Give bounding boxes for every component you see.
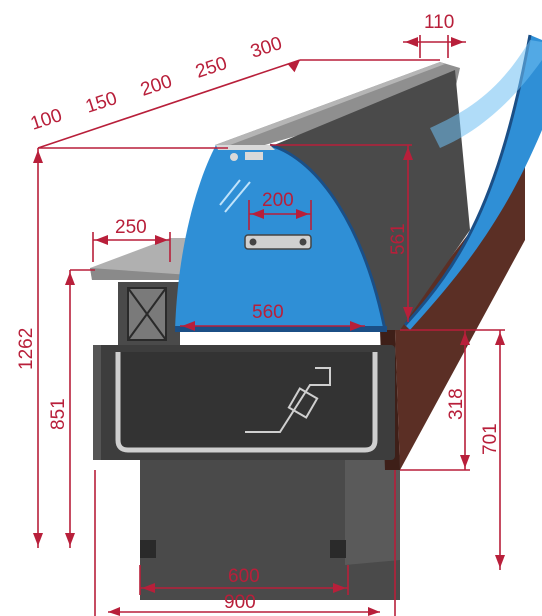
label-851: 851 — [48, 398, 69, 430]
lamp-bar-bolt-right — [299, 238, 307, 246]
arrow-600-right — [333, 583, 346, 593]
arrow-561-top — [403, 147, 413, 160]
glass-top-cap — [216, 145, 275, 150]
label-200: 200 — [138, 71, 175, 101]
arrow-900-left — [108, 607, 120, 616]
lamp-bar-icon — [244, 234, 312, 250]
arrow-length-end — [287, 60, 300, 73]
glass-canopy-edge — [403, 34, 532, 327]
label-1262: 1262 — [16, 328, 37, 370]
glass-glare-1 — [219, 179, 241, 206]
label-600: 600 — [228, 566, 260, 587]
dim-line-length — [37, 59, 301, 149]
arrow-561-bottom — [403, 307, 413, 320]
counter-left-edge — [93, 345, 101, 460]
base-plinth-front — [140, 455, 400, 600]
arrow-701-top — [495, 332, 505, 345]
glass-hinge-icon — [230, 153, 238, 161]
display-pan-outline — [115, 352, 378, 453]
label-900: 900 — [224, 592, 256, 613]
hood-roof-highlight — [215, 62, 445, 148]
label-100: 100 — [28, 105, 65, 135]
pan-divider-line — [245, 367, 331, 433]
arrow-200-left — [251, 209, 264, 219]
arrow-851-top — [65, 272, 75, 285]
arrow-250-right — [155, 235, 168, 245]
arrow-851-bottom — [65, 533, 75, 546]
glass-hinge-plate — [245, 152, 263, 160]
arrow-701-bottom — [495, 555, 505, 568]
front-glass-edge — [269, 143, 387, 331]
arrow-200-right — [296, 209, 309, 219]
glass-canopy-reflection — [430, 40, 542, 148]
hood-roof — [215, 62, 460, 155]
crossed-box-line-2 — [127, 287, 167, 341]
counter-shelf-edge — [90, 268, 190, 280]
arrow-600-left — [142, 583, 155, 593]
arrow-900-right — [368, 607, 380, 616]
arrow-318-top — [460, 332, 470, 345]
arrow-560-left — [182, 321, 195, 331]
foot-right — [330, 540, 346, 558]
arrow-110-right — [451, 37, 464, 47]
arrow-1262-bottom — [33, 533, 43, 546]
arrow-1262-top — [33, 150, 43, 163]
pan-divider-bracket — [287, 387, 319, 419]
label-110: 110 — [424, 12, 454, 33]
label-lamp-200: 200 — [262, 190, 294, 211]
label-250: 250 — [193, 53, 230, 83]
label-561: 561 — [388, 223, 409, 255]
arrow-318-bottom — [460, 455, 470, 468]
foot-left — [140, 540, 156, 558]
label-300: 300 — [248, 33, 285, 63]
label-150: 150 — [83, 88, 120, 118]
arrow-250-left — [95, 235, 108, 245]
dimension-labels: 110 300 250 200 150 100 250 200 560 561 … — [16, 12, 501, 613]
arrow-560-right — [350, 321, 363, 331]
label-701: 701 — [480, 423, 501, 455]
base-plinth-side — [345, 455, 400, 565]
lamp-bar-bolt-left — [249, 238, 257, 246]
label-shelf-250: 250 — [115, 217, 147, 238]
arrow-110-left — [405, 37, 418, 47]
body-side-panel — [395, 160, 525, 470]
label-318: 318 — [446, 388, 467, 420]
glass-glare-2 — [224, 181, 251, 213]
dimension-arrowheads — [33, 37, 505, 616]
label-560: 560 — [252, 302, 284, 323]
glass-bottom-rail — [175, 326, 387, 332]
